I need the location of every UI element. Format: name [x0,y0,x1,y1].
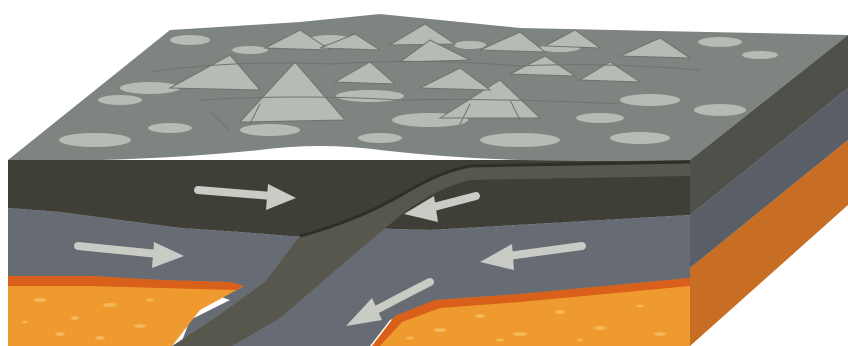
plate-tectonics-diagram [0,0,848,346]
